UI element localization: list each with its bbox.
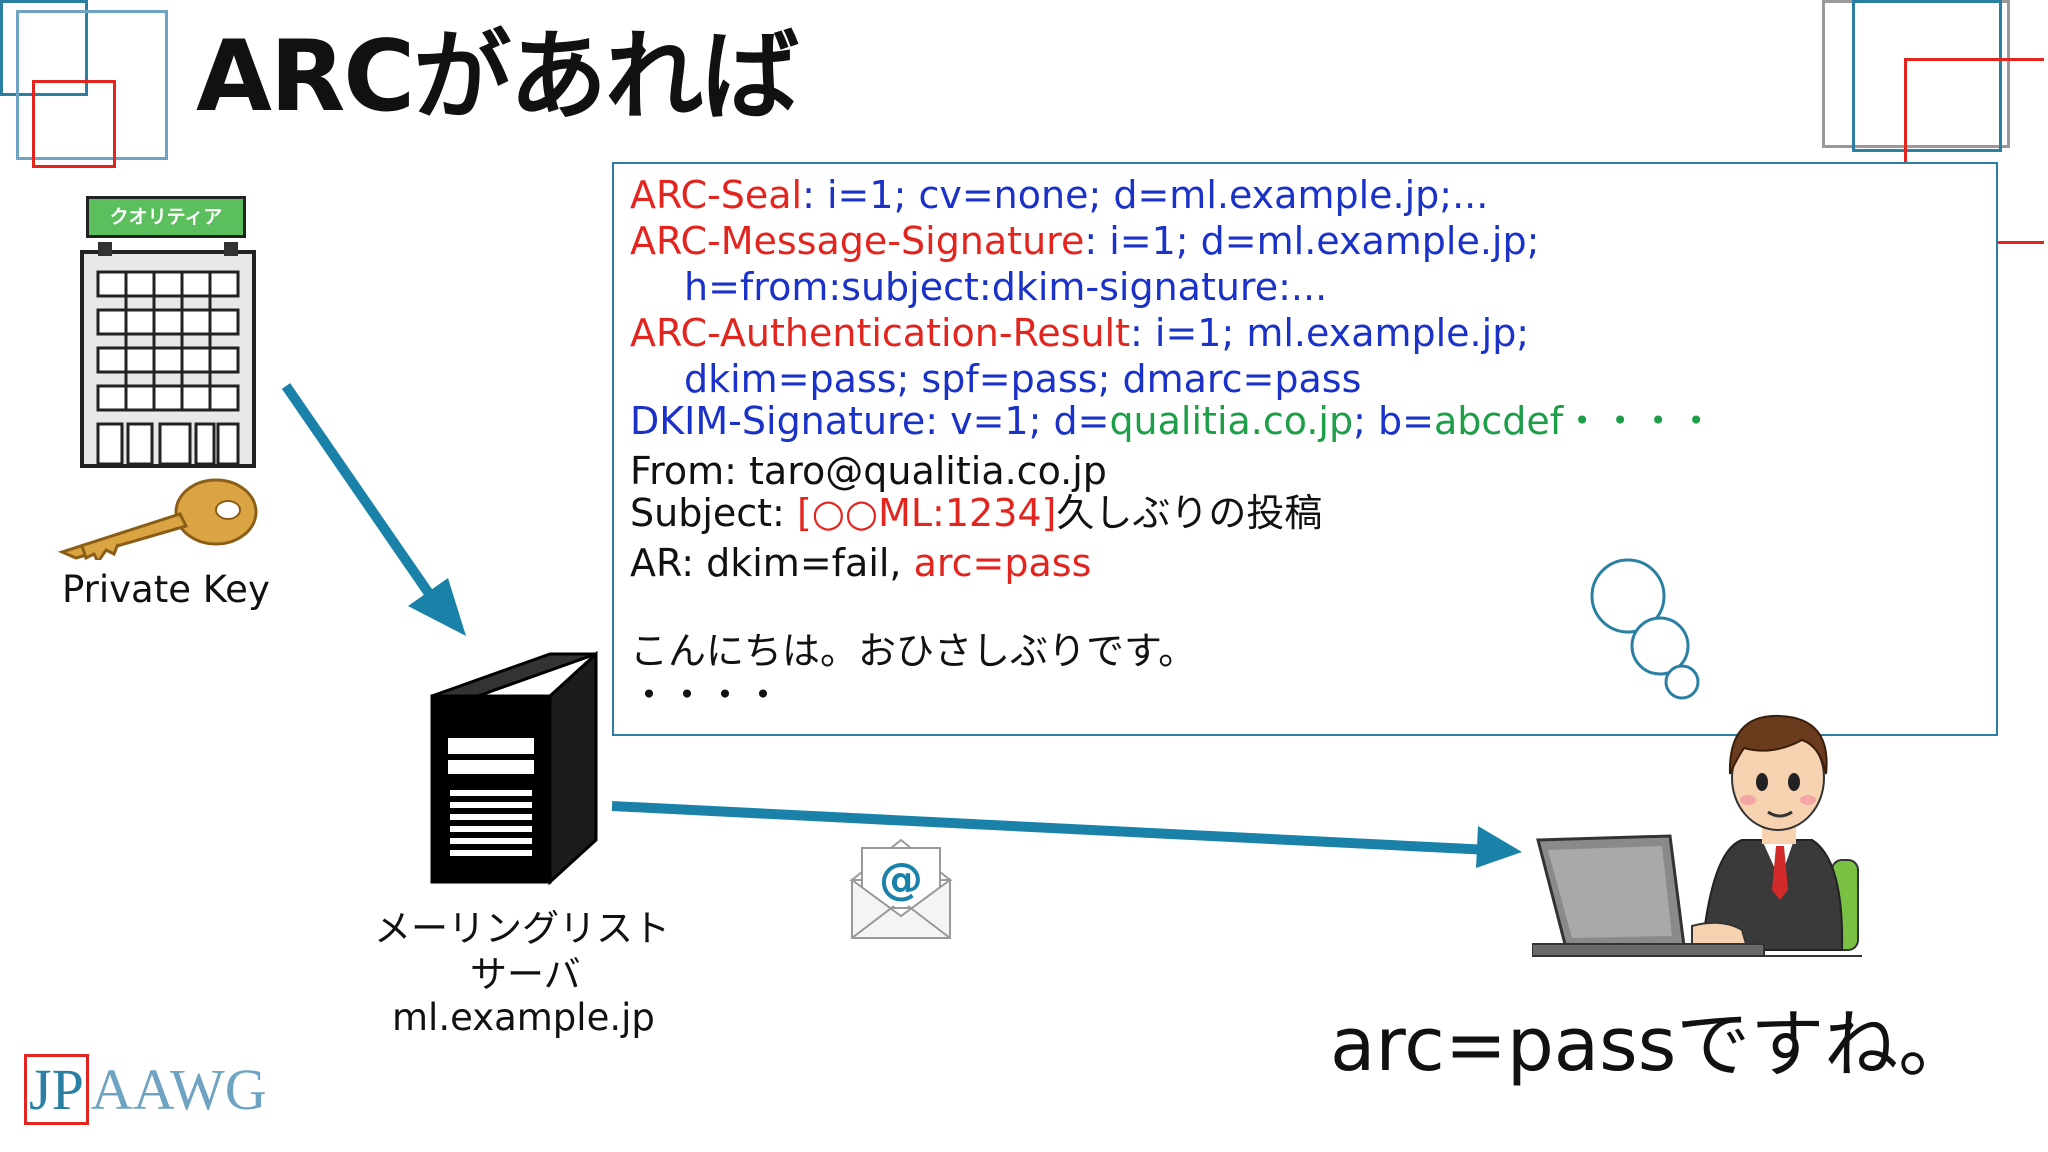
conclusion-text: arc=passですね。 [1330,1002,1973,1088]
logo-aawg: AAWG [90,1057,267,1122]
arrow-key-to-server [281,383,466,636]
server-label-line2: サーバ [470,953,581,996]
ar-prefix: AR: dkim=fail, [630,541,914,585]
arc-ar-name: ARC-Authentication-Result [630,311,1130,355]
decor-square [0,0,88,96]
email-envelope-icon: @ [849,838,953,939]
thought-bubble-icon [1590,558,1700,700]
logo-jp: JP [24,1054,89,1125]
dkim-prefix: DKIM-Signature: v=1; d= [630,399,1110,443]
ar-arc: arc=pass [913,541,1092,585]
subject-tag: [○○ML:1234] [796,491,1057,535]
decor-square [32,80,116,168]
arrow-server-to-recipient [611,801,1522,868]
arc-ar-continuation: dkim=pass; spf=pass; dmarc=pass [684,357,1362,401]
body-line1: こんにちは。おひさしぶりです。 [630,629,1197,673]
server-label-line1: メーリングリスト [374,907,670,950]
dkim-sig: abcdef・・・・ [1433,399,1716,443]
arc-auth-result-line: ARC-Authentication-Result: i=1; ml.examp… [630,310,1529,356]
subject-line: Subject: [○○ML:1234]久しぶりの投稿 [630,490,1322,536]
arc-seal-name: ARC-Seal [630,173,803,217]
decor-square [16,10,168,160]
subject-text: 久しぶりの投稿 [1056,491,1323,535]
server-domain: ml.example.jp [392,996,655,1039]
decor-square [1852,0,2002,152]
page-title: ARCがあれば [196,20,799,134]
arc-ms-name: ARC-Message-Signature [630,219,1085,263]
email-header-box: ARC-Seal: i=1; cv=none; d=ml.example.jp;… [612,162,1998,736]
dkim-domain: qualitia.co.jp [1109,399,1354,443]
private-key-label: Private Key [62,568,270,611]
from-line: From: taro@qualitia.co.jp [630,449,1107,493]
arc-seal-value: : i=1; cv=none; d=ml.example.jp;... [802,173,1489,217]
arc-ms-value: : i=1; d=ml.example.jp; [1084,219,1540,263]
arc-ms-continuation: h=from:subject:dkim-signature:... [684,265,1328,309]
dkim-mid: ; b= [1353,399,1434,443]
arc-message-signature-line: ARC-Message-Signature: i=1; d=ml.example… [630,218,1539,264]
subject-prefix: Subject: [630,491,797,535]
body-line2: ・・・・ [630,673,783,717]
building-sign: クオリティア [86,196,246,238]
person-at-laptop-icon [1532,714,1862,957]
svg-text:@: @ [879,854,923,905]
arc-seal-line: ARC-Seal: i=1; cv=none; d=ml.example.jp;… [630,172,1488,218]
ar-line: AR: dkim=fail, arc=pass [630,540,1091,586]
arc-ar-value: : i=1; ml.example.jp; [1130,311,1530,355]
dkim-signature-line: DKIM-Signature: v=1; d=qualitia.co.jp; b… [630,398,1715,444]
server-icon [430,650,598,886]
key-icon [57,478,258,560]
